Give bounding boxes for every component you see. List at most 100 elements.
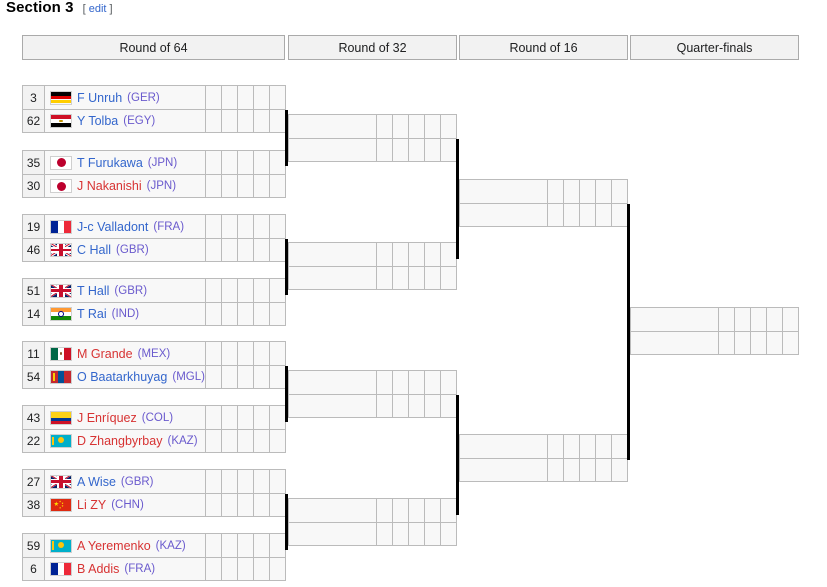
player-cell-empty[interactable] bbox=[460, 204, 547, 226]
score-cell[interactable] bbox=[408, 243, 424, 266]
score-cell[interactable] bbox=[424, 243, 440, 266]
score-cell[interactable] bbox=[253, 110, 269, 132]
score-cell[interactable] bbox=[269, 239, 285, 261]
score-cell[interactable] bbox=[269, 110, 285, 132]
score-cell[interactable] bbox=[269, 534, 285, 557]
score-cell[interactable] bbox=[547, 180, 563, 203]
table-row[interactable]: 46 C Hall (GBR) bbox=[22, 238, 286, 262]
player-name-link[interactable]: M Grande bbox=[77, 346, 133, 361]
score-cell[interactable] bbox=[205, 430, 221, 452]
table-row[interactable]: 38 Li ZY (CHN) bbox=[22, 493, 286, 517]
score-cell[interactable] bbox=[237, 175, 253, 197]
score-cell[interactable] bbox=[611, 180, 627, 203]
score-cell[interactable] bbox=[269, 430, 285, 452]
player-name-link[interactable]: A Wise bbox=[77, 474, 116, 489]
score-cell[interactable] bbox=[595, 204, 611, 226]
score-cell[interactable] bbox=[440, 267, 456, 289]
score-cell[interactable] bbox=[392, 523, 408, 545]
score-cell[interactable] bbox=[376, 243, 392, 266]
score-cell[interactable] bbox=[269, 86, 285, 109]
score-cell[interactable] bbox=[547, 459, 563, 481]
score-cell[interactable] bbox=[424, 371, 440, 394]
table-row[interactable] bbox=[288, 242, 457, 266]
score-cell[interactable] bbox=[205, 342, 221, 365]
table-row[interactable]: 35 T Furukawa (JPN) bbox=[22, 150, 286, 174]
table-row[interactable] bbox=[288, 370, 457, 394]
score-cell[interactable] bbox=[221, 430, 237, 452]
score-cell[interactable] bbox=[408, 499, 424, 522]
score-cell[interactable] bbox=[440, 499, 456, 522]
score-cell[interactable] bbox=[205, 110, 221, 132]
score-cell[interactable] bbox=[205, 215, 221, 238]
score-cell[interactable] bbox=[253, 558, 269, 580]
score-cell[interactable] bbox=[392, 243, 408, 266]
score-cell[interactable] bbox=[205, 534, 221, 557]
score-cell[interactable] bbox=[424, 139, 440, 161]
score-cell[interactable] bbox=[547, 435, 563, 458]
score-cell[interactable] bbox=[205, 279, 221, 302]
score-cell[interactable] bbox=[269, 406, 285, 429]
score-cell[interactable] bbox=[424, 523, 440, 545]
table-row[interactable]: 11 M Grande (MEX) bbox=[22, 341, 286, 365]
score-cell[interactable] bbox=[392, 371, 408, 394]
score-cell[interactable] bbox=[269, 558, 285, 580]
score-cell[interactable] bbox=[595, 435, 611, 458]
score-cell[interactable] bbox=[392, 139, 408, 161]
score-cell[interactable] bbox=[408, 371, 424, 394]
table-row[interactable]: 51 T Hall (GBR) bbox=[22, 278, 286, 302]
score-cell[interactable] bbox=[269, 303, 285, 325]
score-cell[interactable] bbox=[253, 406, 269, 429]
score-cell[interactable] bbox=[221, 494, 237, 516]
score-cell[interactable] bbox=[766, 332, 782, 354]
score-cell[interactable] bbox=[782, 332, 798, 354]
table-row[interactable] bbox=[459, 179, 628, 203]
player-name-link[interactable]: O Baatarkhuyag bbox=[77, 370, 168, 384]
score-cell[interactable] bbox=[205, 406, 221, 429]
table-row[interactable] bbox=[288, 498, 457, 522]
score-cell[interactable] bbox=[440, 523, 456, 545]
player-name-link[interactable]: J Enríquez bbox=[77, 410, 137, 425]
score-cell[interactable] bbox=[376, 371, 392, 394]
score-cell[interactable] bbox=[237, 494, 253, 516]
table-row[interactable]: 19 J-c Valladont (FRA) bbox=[22, 214, 286, 238]
table-row[interactable] bbox=[288, 138, 457, 162]
score-cell[interactable] bbox=[750, 308, 766, 331]
score-cell[interactable] bbox=[579, 180, 595, 203]
table-row[interactable] bbox=[459, 434, 628, 458]
table-row[interactable]: 30 J Nakanishi (JPN) bbox=[22, 174, 286, 198]
score-cell[interactable] bbox=[579, 204, 595, 226]
score-cell[interactable] bbox=[269, 151, 285, 174]
edit-section-link[interactable]: edit bbox=[88, 3, 107, 15]
score-cell[interactable] bbox=[221, 151, 237, 174]
table-row[interactable]: 27 A Wise (GBR) bbox=[22, 469, 286, 493]
player-cell-empty[interactable] bbox=[289, 523, 376, 545]
score-cell[interactable] bbox=[237, 366, 253, 388]
table-row[interactable] bbox=[288, 394, 457, 418]
score-cell[interactable] bbox=[440, 115, 456, 138]
score-cell[interactable] bbox=[253, 534, 269, 557]
player-name-link[interactable]: J Nakanishi bbox=[77, 179, 142, 193]
player-name-link[interactable]: Li ZY bbox=[77, 498, 107, 512]
score-cell[interactable] bbox=[718, 332, 734, 354]
score-cell[interactable] bbox=[766, 308, 782, 331]
score-cell[interactable] bbox=[579, 435, 595, 458]
player-cell-empty[interactable] bbox=[289, 115, 376, 138]
player-cell-empty[interactable] bbox=[631, 308, 718, 331]
player-cell-empty[interactable] bbox=[460, 435, 547, 458]
score-cell[interactable] bbox=[237, 110, 253, 132]
player-name-link[interactable]: T Furukawa bbox=[77, 155, 143, 170]
score-cell[interactable] bbox=[269, 279, 285, 302]
score-cell[interactable] bbox=[392, 499, 408, 522]
score-cell[interactable] bbox=[424, 115, 440, 138]
score-cell[interactable] bbox=[424, 395, 440, 417]
player-name-link[interactable]: A Yeremenko bbox=[77, 538, 151, 553]
score-cell[interactable] bbox=[221, 86, 237, 109]
score-cell[interactable] bbox=[408, 115, 424, 138]
player-name-link[interactable]: J-c Valladont bbox=[77, 219, 149, 234]
score-cell[interactable] bbox=[237, 558, 253, 580]
player-name-link[interactable]: F Unruh bbox=[77, 90, 123, 105]
table-row[interactable] bbox=[630, 331, 799, 355]
score-cell[interactable] bbox=[221, 558, 237, 580]
score-cell[interactable] bbox=[237, 430, 253, 452]
score-cell[interactable] bbox=[611, 435, 627, 458]
